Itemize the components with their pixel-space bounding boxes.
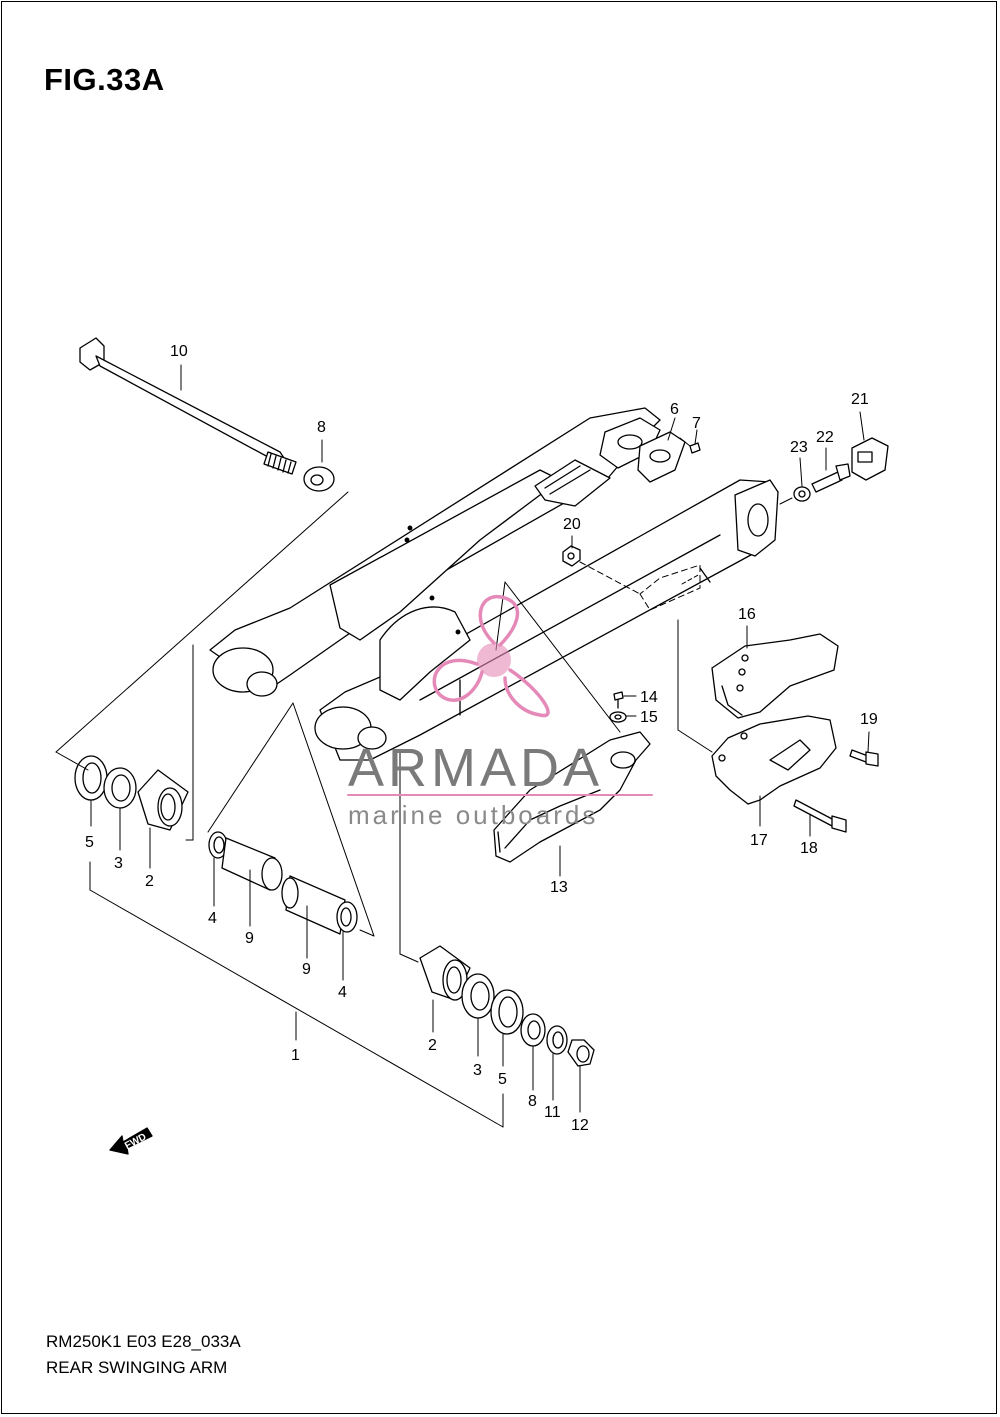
- callout-labels: 10 8 6 7 21 23 22 20 16 14 15 19 17 18 1…: [85, 343, 878, 1134]
- washer-part-8-bottom: [520, 1013, 546, 1047]
- adjuster-block-part-21: [851, 437, 889, 481]
- needle-bearing-part-2-left: [137, 769, 189, 831]
- callout-3-right: 3: [473, 1062, 482, 1079]
- callout-14: 14: [640, 689, 658, 706]
- callout-15: 15: [640, 709, 658, 726]
- fwd-label: FWD: [123, 1132, 148, 1152]
- bolt-part-19: [849, 749, 879, 767]
- callout-2-left: 2: [145, 873, 154, 890]
- oil-seal-part-5-right: [490, 989, 524, 1035]
- spacer-part-9-right: [281, 875, 346, 935]
- callout-6: 6: [670, 401, 679, 418]
- callout-19: 19: [860, 711, 878, 728]
- callout-13: 13: [550, 879, 568, 896]
- callout-18: 18: [800, 840, 818, 857]
- callout-10: 10: [170, 343, 188, 360]
- watermark-brand: ARMADA: [348, 738, 603, 798]
- nut-part-12: [567, 1039, 595, 1067]
- pivot-shaft: [79, 337, 297, 475]
- collar-part-4-right: [336, 901, 358, 933]
- washer-part-15: [609, 711, 627, 723]
- callout-9-right: 9: [302, 961, 311, 978]
- callout-17: 17: [750, 832, 768, 849]
- chain-guide-part-17: [711, 715, 837, 805]
- washer-part-11: [546, 1025, 568, 1055]
- callout-4-left: 4: [208, 910, 217, 927]
- figure-name: REAR SWINGING ARM: [46, 1358, 228, 1377]
- leader-lines: [55, 364, 870, 1128]
- nut-part-23: [793, 486, 811, 502]
- needle-bearing-part-2-right: [419, 945, 471, 1001]
- bolt-part-18: [793, 799, 847, 833]
- callout-2-right: 2: [428, 1037, 437, 1054]
- nut-part-20: [562, 545, 581, 567]
- washer-part-8-top: [303, 466, 335, 492]
- spacer-part-9-left: [221, 837, 283, 891]
- watermark-text: ARMADA marine outboards: [347, 738, 653, 830]
- callout-20: 20: [563, 516, 581, 533]
- screw-part-14: [613, 691, 624, 709]
- callout-5-left: 5: [85, 834, 94, 851]
- callout-21: 21: [851, 391, 869, 408]
- bolt-part-7: [689, 442, 701, 454]
- callout-8-top: 8: [317, 419, 326, 436]
- chain-slider-part-13: [493, 731, 651, 863]
- oil-seal-part-5-left: [74, 755, 108, 801]
- bearing-part-3-right: [461, 973, 495, 1019]
- callout-16: 16: [738, 606, 756, 623]
- callout-4-right: 4: [338, 984, 347, 1001]
- callout-9-left: 9: [245, 930, 254, 947]
- callout-11: 11: [544, 1104, 561, 1121]
- chain-guide-part-16: [711, 633, 839, 719]
- forward-arrow-icon: FWD: [109, 1127, 153, 1155]
- watermark-tagline: marine outboards: [348, 800, 598, 830]
- adjuster-bolt-part-22: [811, 463, 851, 493]
- callout-5-right: 5: [498, 1071, 507, 1088]
- watermark-logo-icon: [432, 594, 550, 718]
- callout-3-left: 3: [114, 855, 123, 872]
- callout-12: 12: [571, 1117, 589, 1134]
- callout-23: 23: [790, 439, 808, 456]
- bearing-part-3-left: [103, 767, 137, 809]
- figure-code: RM250K1 E03 E28_033A: [46, 1332, 241, 1351]
- figure-title: FIG.33A: [44, 62, 165, 97]
- callout-8-bottom: 8: [528, 1093, 537, 1110]
- callout-7: 7: [692, 415, 701, 432]
- callout-1: 1: [291, 1047, 300, 1064]
- callout-22: 22: [816, 429, 834, 446]
- swingarm-body: [209, 407, 779, 761]
